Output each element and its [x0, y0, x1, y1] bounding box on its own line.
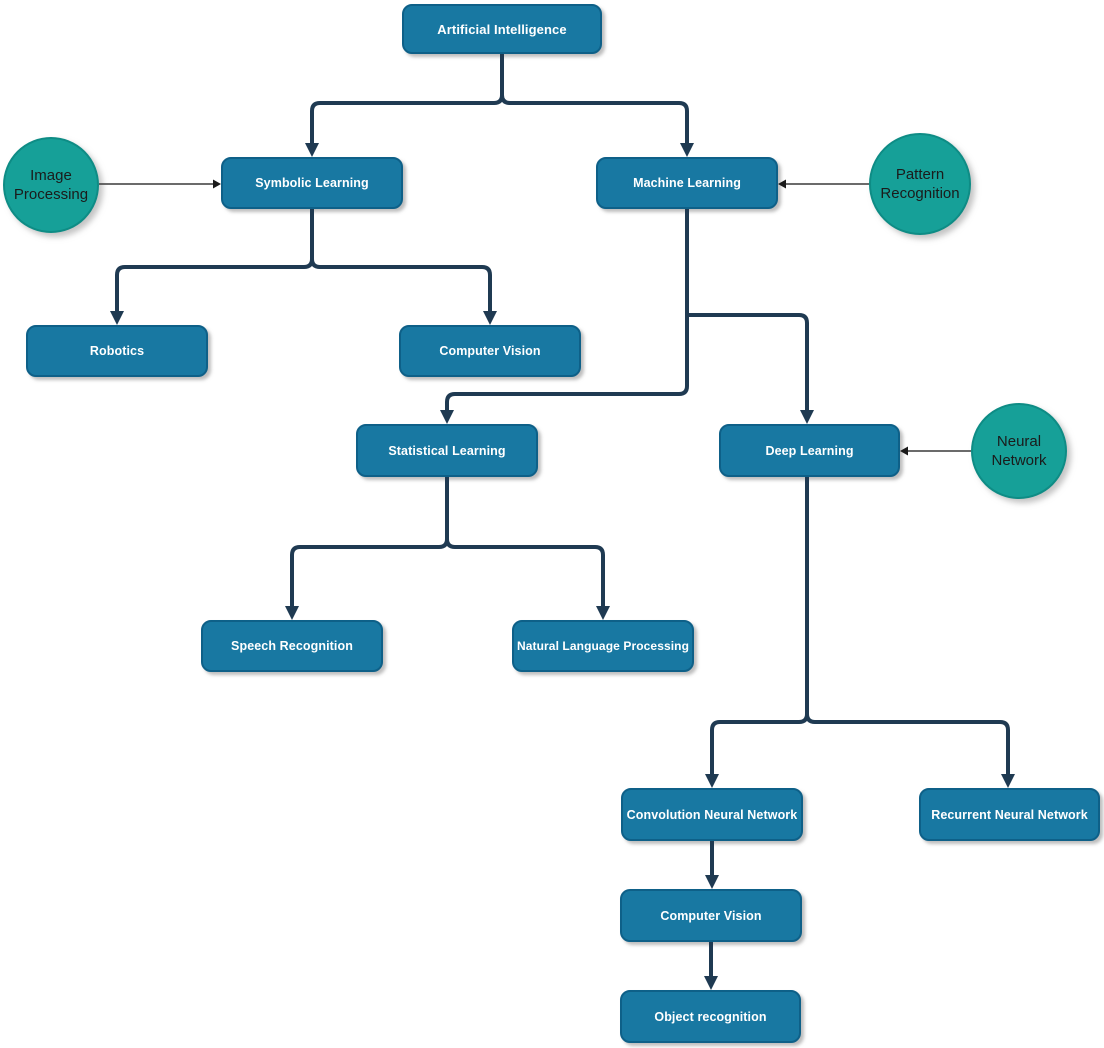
node-deep-learning: Deep Learning — [719, 424, 900, 477]
edge-machine-to-deep — [687, 313, 814, 424]
edge-symbolic-to-robotics — [110, 209, 314, 325]
edge-ai-to-machine — [500, 54, 694, 157]
edge-ai-to-symbolic — [305, 54, 504, 157]
node-natural-language-processing: Natural Language Processing — [512, 620, 694, 672]
node-recurrent-neural-network: Recurrent Neural Network — [919, 788, 1100, 841]
node-computer-vision: Computer Vision — [399, 325, 581, 377]
node-robotics: Robotics — [26, 325, 208, 377]
node-convolution-neural-network: Convolution Neural Network — [621, 788, 803, 841]
node-statistical-learning: Statistical Learning — [356, 424, 538, 477]
edge-statistical-to-speech — [285, 477, 449, 620]
node-machine-learning: Machine Learning — [596, 157, 778, 209]
annotation-pattern-recognition: Pattern Recognition — [869, 133, 971, 235]
node-computer-vision-2: Computer Vision — [620, 889, 802, 942]
node-object-recognition: Object recognition — [620, 990, 801, 1043]
edge-symbolic-to-computer-vision — [310, 209, 497, 325]
edge-deep-to-rnn — [805, 477, 1015, 788]
annotation-neural-network: Neural Network — [971, 403, 1067, 499]
edge-deep-to-cnn — [705, 477, 809, 788]
node-symbolic-learning: Symbolic Learning — [221, 157, 403, 209]
edge-statistical-to-nlp — [445, 477, 610, 620]
node-speech-recognition: Speech Recognition — [201, 620, 383, 672]
annotation-image-processing: Image Processing — [3, 137, 99, 233]
node-artificial-intelligence: Artificial Intelligence — [402, 4, 602, 54]
edge-machine-to-statistical — [440, 209, 689, 424]
